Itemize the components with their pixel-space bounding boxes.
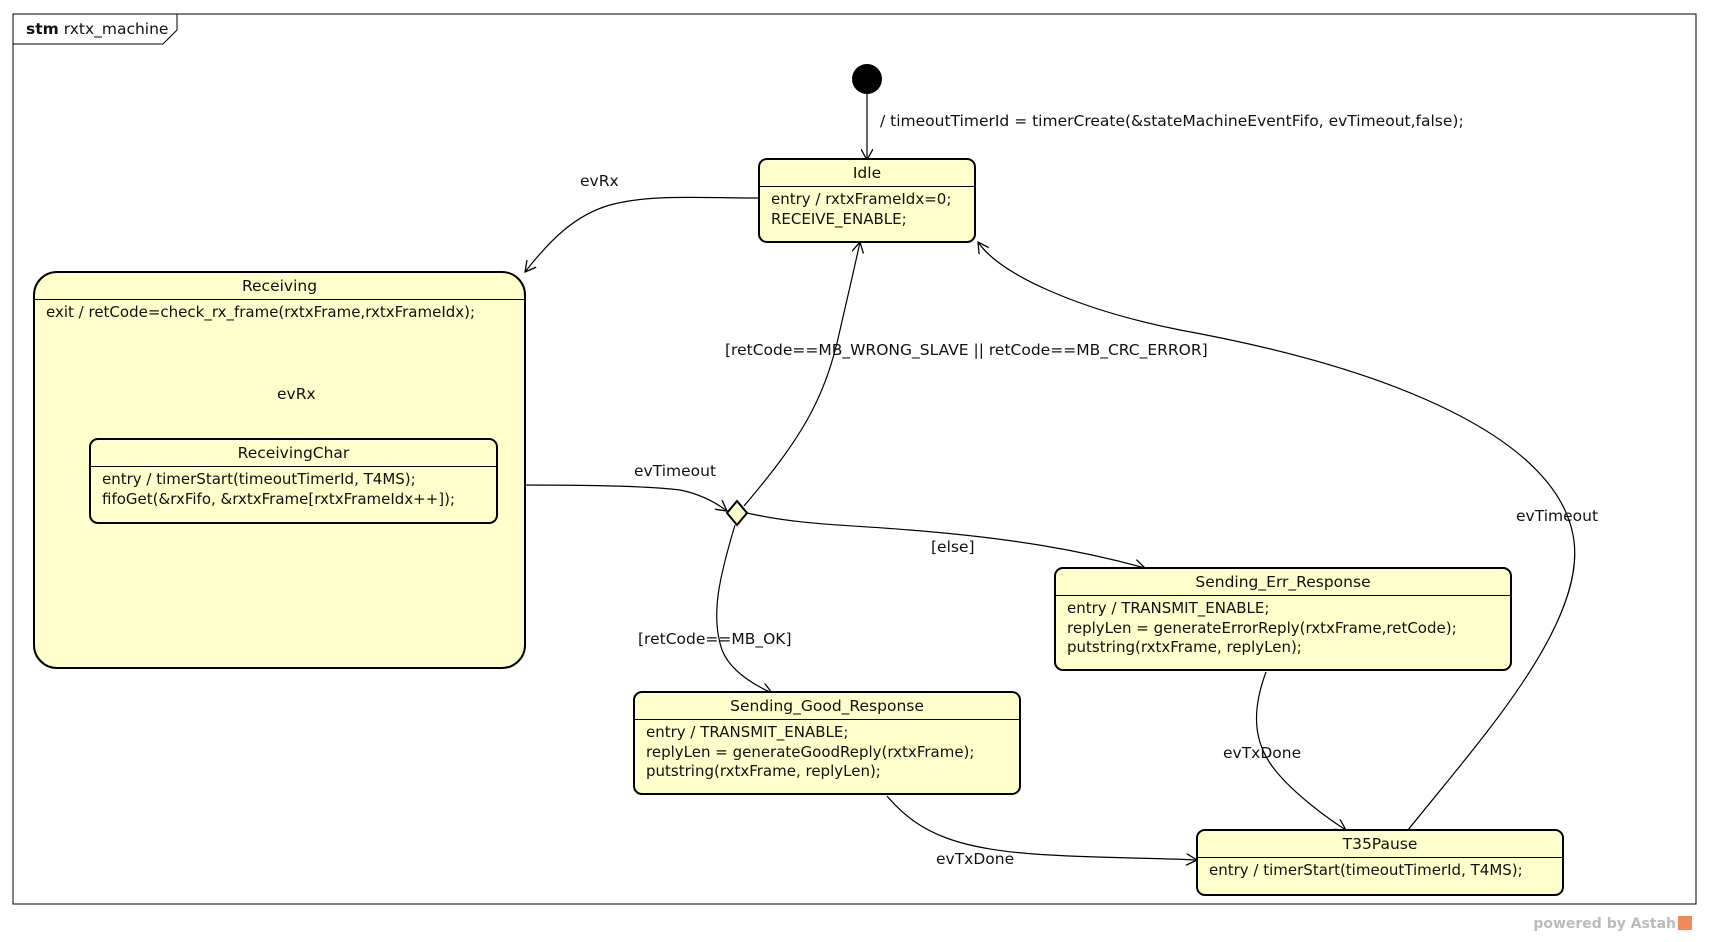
state-title: Idle — [760, 160, 974, 187]
state-title: ReceivingChar — [91, 440, 496, 467]
state-title: Sending_Err_Response — [1056, 569, 1510, 596]
state-sending-good-response[interactable]: Sending_Good_Response entry / TRANSMIT_E… — [633, 691, 1021, 795]
transition-label-choice-idle: [retCode==MB_WRONG_SLAVE || retCode==MB_… — [725, 341, 1208, 359]
transition-label-choice-good: [retCode==MB_OK] — [638, 630, 792, 648]
transition-label-err-pause: evTxDone — [1223, 744, 1302, 762]
astah-watermark: powered by Astah — [1533, 916, 1692, 932]
state-title: Receiving — [35, 273, 524, 300]
state-line: replyLen = generateGoodReply(rxtxFrame); — [646, 742, 975, 761]
initial-pseudostate — [852, 64, 882, 94]
transition-choice-err — [746, 512, 1145, 568]
transition-idle-receiving — [525, 196, 759, 272]
transition-label-initial-idle: / timeoutTimerId = timerCreate(&stateMac… — [880, 112, 1464, 130]
state-line: entry / TRANSMIT_ENABLE; — [1067, 599, 1270, 617]
state-line: fifoGet(&rxFifo, &rxtxFrame[rxtxFrameIdx… — [102, 489, 456, 508]
frame-tab-outline — [13, 14, 178, 45]
transition-label-idle-receiving: evRx — [580, 172, 619, 190]
state-line: replyLen = generateErrorReply(rxtxFrame,… — [1067, 618, 1457, 637]
transition-choice-idle — [743, 242, 860, 507]
frame-kind: stm — [26, 20, 59, 38]
state-line: putstring(rxtxFrame, replyLen); — [646, 762, 881, 780]
state-title: Sending_Good_Response — [635, 693, 1019, 720]
frame-tab: stm rxtx_machine — [13, 14, 194, 44]
state-line: RECEIVE_ENABLE; — [771, 209, 907, 228]
state-line: entry / TRANSMIT_ENABLE; — [646, 723, 849, 741]
transition-pause-idle — [978, 242, 1576, 831]
state-line: entry / timerStart(timeoutTimerId, T4MS)… — [102, 470, 416, 488]
state-t35pause[interactable]: T35Pause entry / timerStart(timeoutTimer… — [1196, 829, 1564, 896]
transition-label-good-pause: evTxDone — [936, 850, 1015, 868]
transition-good-pause — [886, 795, 1197, 860]
state-receiving-char[interactable]: ReceivingChar entry / timerStart(timeout… — [89, 438, 498, 524]
choice-pseudostate — [725, 499, 749, 527]
frame-name: rxtx_machine — [63, 20, 169, 38]
state-idle[interactable]: Idle entry / rxtxFrameIdx=0; RECEIVE_ENA… — [758, 158, 976, 243]
state-line: putstring(rxtxFrame, replyLen); — [1067, 638, 1302, 656]
transition-choice-good — [716, 524, 772, 693]
transition-char-choice — [496, 484, 727, 511]
state-title: T35Pause — [1198, 831, 1562, 858]
transition-label-self-char: evRx — [277, 385, 316, 403]
state-sending-err-response[interactable]: Sending_Err_Response entry / TRANSMIT_EN… — [1054, 567, 1512, 671]
transition-label-choice-err: [else] — [931, 538, 975, 556]
frame-border — [12, 13, 1697, 905]
astah-logo-icon — [1678, 916, 1692, 930]
state-line: entry / rxtxFrameIdx=0; — [771, 190, 952, 208]
transition-label-pause-idle: evTimeout — [1516, 507, 1599, 525]
state-line: exit / retCode=check_rx_frame(rxtxFrame,… — [46, 303, 476, 321]
state-line: entry / timerStart(timeoutTimerId, T4MS)… — [1209, 861, 1523, 879]
transition-err-pause — [1255, 671, 1346, 830]
transition-label-char-choice: evTimeout — [634, 462, 717, 480]
watermark-text: powered by Astah — [1533, 916, 1676, 932]
